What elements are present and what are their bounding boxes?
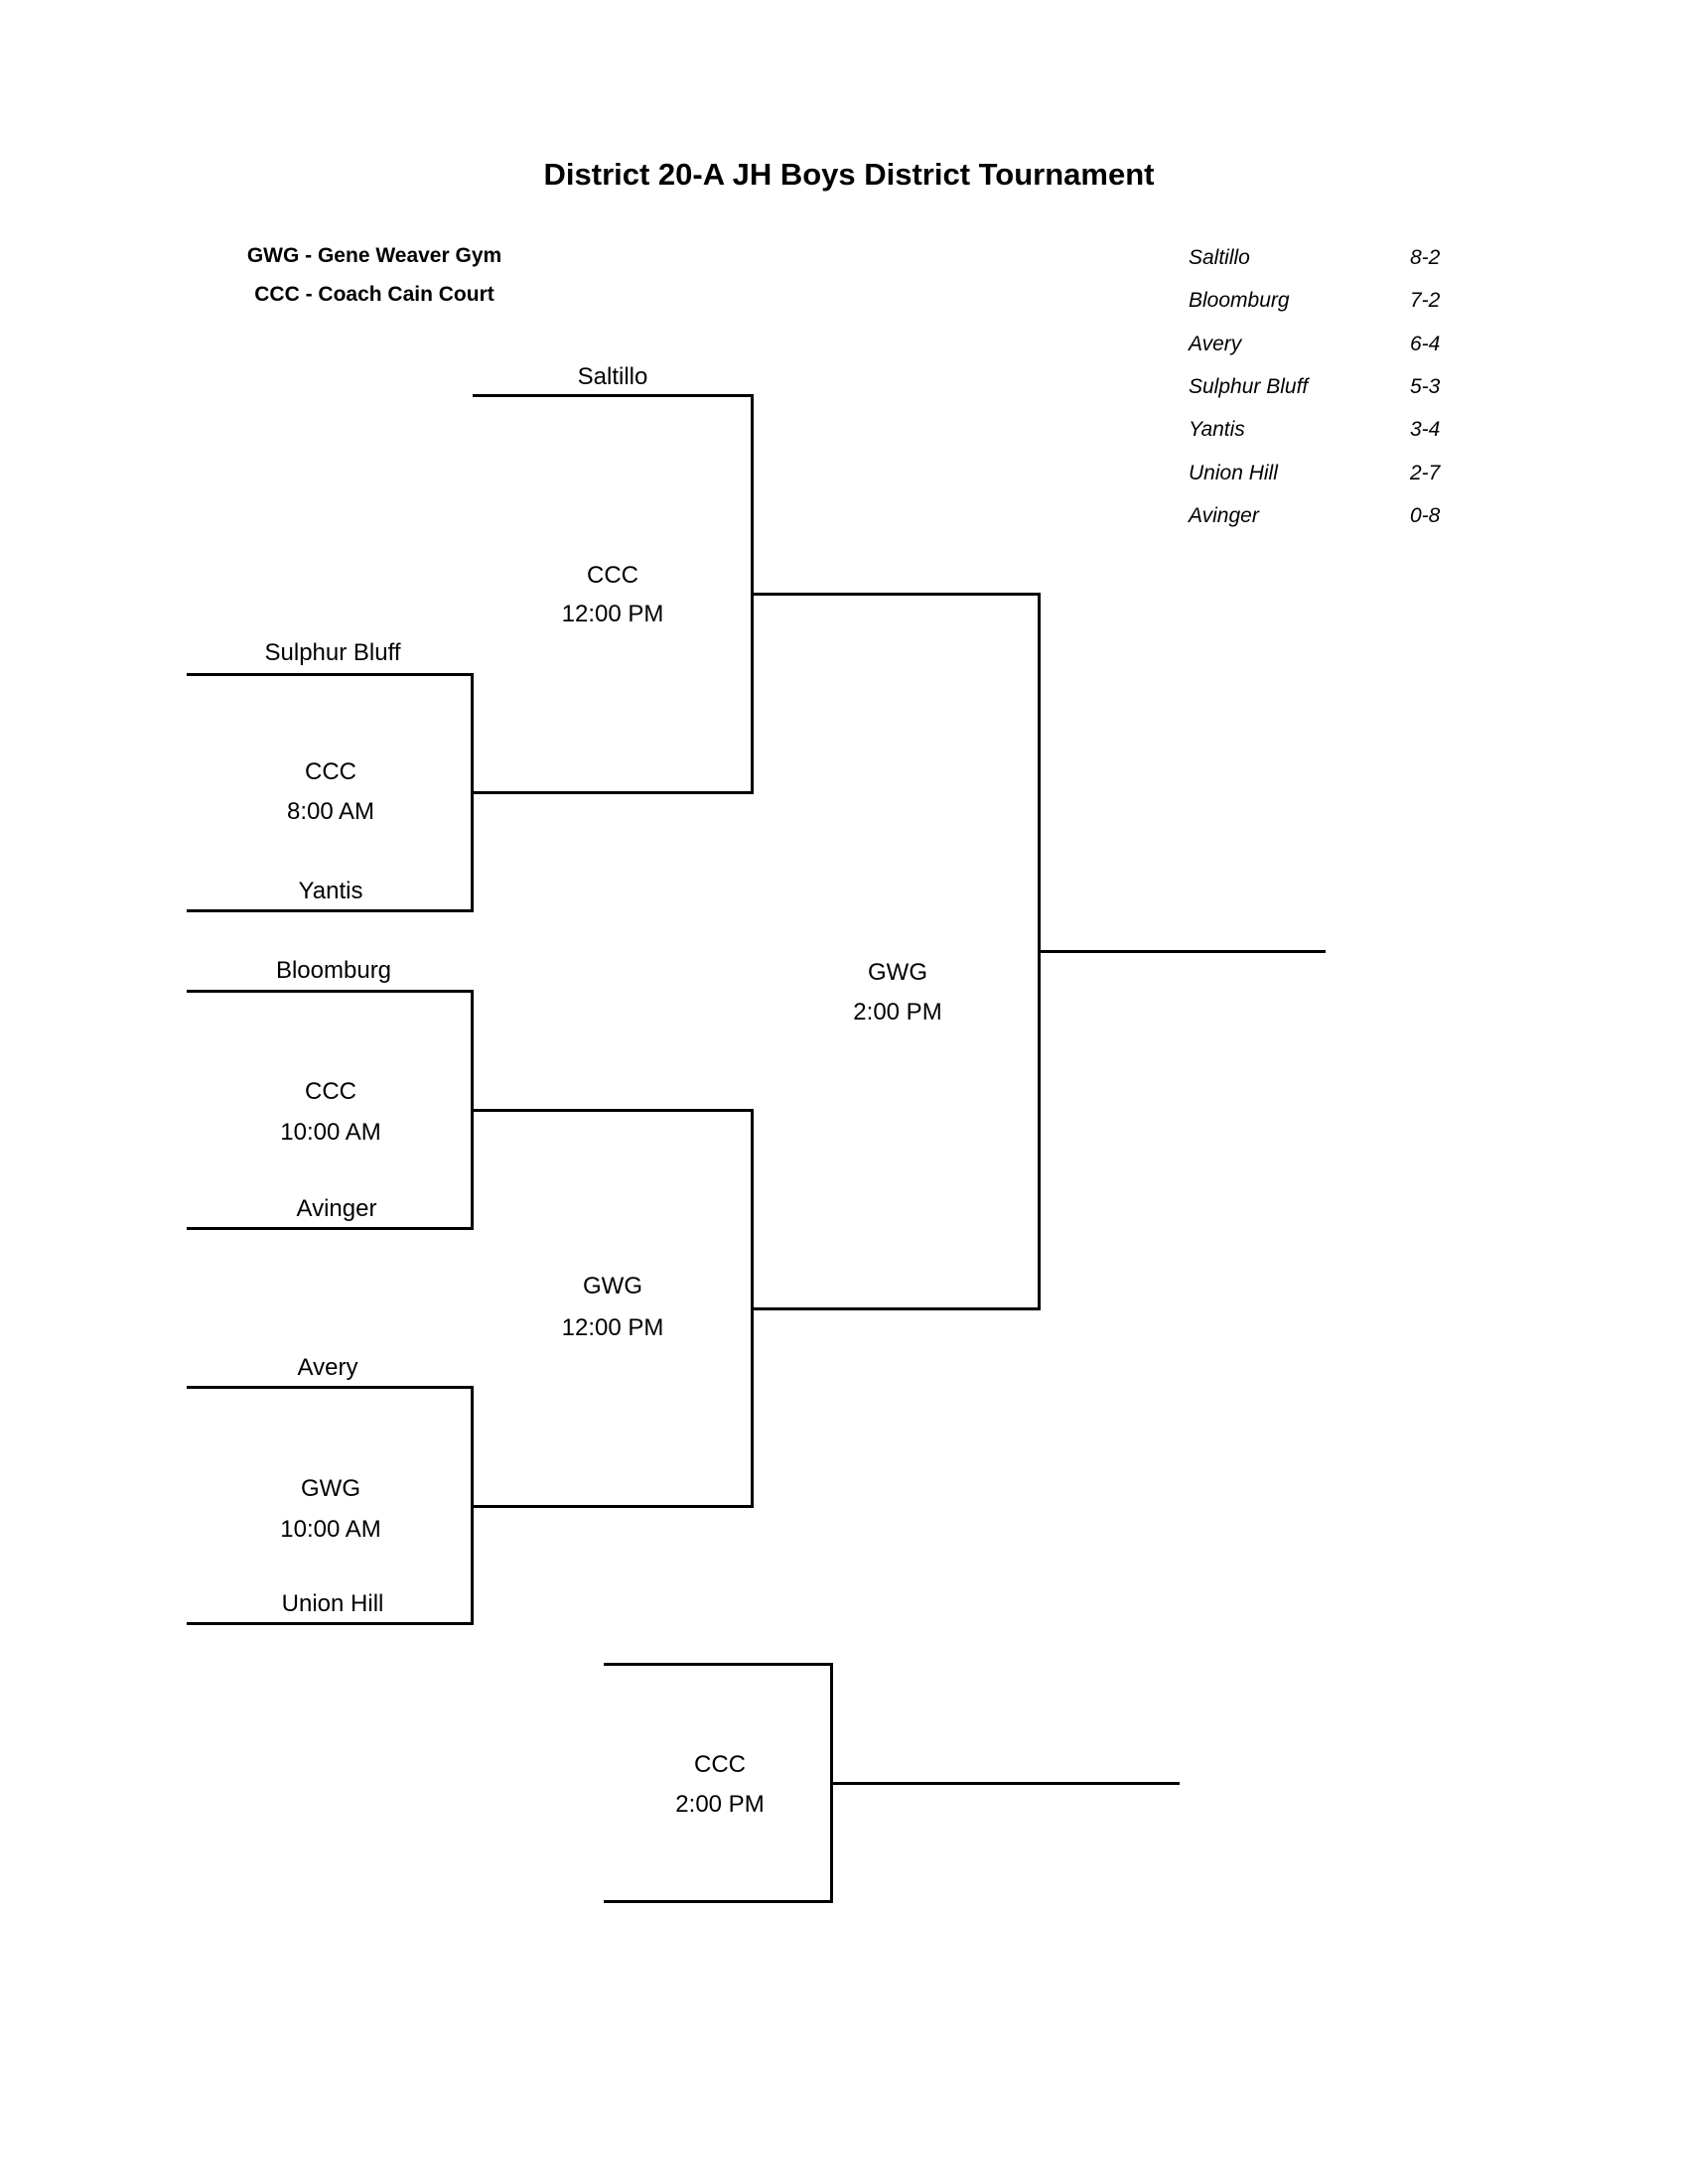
standings-record: 7-2 — [1410, 289, 1441, 312]
line-champion — [1040, 950, 1326, 953]
line-consolation-top — [604, 1663, 832, 1666]
line-consolation-winner — [832, 1782, 1180, 1785]
match2-time: 10:00 AM — [280, 1119, 381, 1146]
legend-ccc: CCC - Coach Cain Court — [254, 283, 494, 306]
standings-record: 8-2 — [1410, 246, 1441, 269]
team-label-yantis: Yantis — [298, 878, 363, 904]
line-match3-top — [187, 1386, 473, 1389]
standings-row: Avery 6-4 — [1189, 333, 1506, 358]
standings-record: 3-4 — [1410, 418, 1441, 441]
team-label-union-hill: Union Hill — [281, 1590, 384, 1617]
line-final-vertical — [1038, 593, 1041, 1310]
standings-team: Union Hill — [1189, 462, 1278, 484]
line-consolation-bottom — [604, 1900, 832, 1903]
line-match1-top — [187, 673, 473, 676]
standings-row: Union Hill 2-7 — [1189, 462, 1506, 487]
team-label-sulphur-bluff: Sulphur Bluff — [264, 639, 401, 666]
team-label-saltillo: Saltillo — [577, 363, 648, 390]
match3-venue: GWG — [301, 1475, 360, 1502]
consolation-venue: CCC — [694, 1751, 746, 1778]
line-match3-vertical — [471, 1386, 474, 1625]
line-consolation-vertical — [830, 1663, 833, 1903]
legend-gwg: GWG - Gene Weaver Gym — [246, 244, 502, 267]
line-match1-bottom — [187, 909, 473, 912]
line-saltillo-slot — [473, 394, 753, 397]
standings-team: Yantis — [1189, 418, 1245, 441]
line-semifinal1-vertical — [751, 394, 754, 794]
standings-record: 5-3 — [1410, 375, 1441, 398]
line-semifinal2-winner — [753, 1307, 1040, 1310]
line-match1-winner — [473, 791, 753, 794]
standings-team: Avinger — [1189, 504, 1259, 527]
line-match2-vertical — [471, 990, 474, 1230]
semifinal1-venue: CCC — [587, 562, 638, 589]
line-semifinal2-vertical — [751, 1109, 754, 1508]
standings-record: 2-7 — [1410, 462, 1441, 484]
final-venue: GWG — [868, 959, 927, 986]
team-label-avery: Avery — [297, 1354, 358, 1381]
team-label-avinger: Avinger — [296, 1195, 377, 1222]
consolation-time: 2:00 PM — [675, 1791, 765, 1818]
line-match3-bottom — [187, 1622, 473, 1625]
semifinal1-time: 12:00 PM — [561, 601, 664, 627]
standings-record: 6-4 — [1410, 333, 1441, 355]
standings-row: Yantis 3-4 — [1189, 418, 1506, 444]
line-match2-top — [187, 990, 473, 993]
standings-row: Bloomburg 7-2 — [1189, 289, 1506, 315]
team-label-bloomburg: Bloomburg — [275, 957, 392, 984]
standings-team: Sulphur Bluff — [1189, 375, 1309, 398]
line-match1-vertical — [471, 673, 474, 912]
page-title: District 20-A JH Boys District Tournamen… — [543, 157, 1155, 192]
match1-time: 8:00 AM — [286, 798, 375, 825]
standings-team: Avery — [1189, 333, 1242, 355]
standings-row: Sulphur Bluff 5-3 — [1189, 375, 1506, 401]
semifinal2-venue: GWG — [583, 1273, 642, 1299]
standings-row: Saltillo 8-2 — [1189, 246, 1506, 272]
semifinal2-time: 12:00 PM — [561, 1314, 664, 1341]
match2-venue: CCC — [305, 1078, 356, 1105]
match1-venue: CCC — [305, 758, 356, 785]
line-match2-winner — [473, 1109, 753, 1112]
line-match3-winner — [473, 1505, 753, 1508]
standings-team: Bloomburg — [1189, 289, 1290, 312]
standings-team: Saltillo — [1189, 246, 1250, 269]
match3-time: 10:00 AM — [280, 1516, 381, 1543]
line-match2-bottom — [187, 1227, 473, 1230]
standings-record: 0-8 — [1410, 504, 1441, 527]
standings-row: Avinger 0-8 — [1189, 504, 1506, 530]
final-time: 2:00 PM — [853, 999, 942, 1025]
line-semifinal1-winner — [753, 593, 1040, 596]
